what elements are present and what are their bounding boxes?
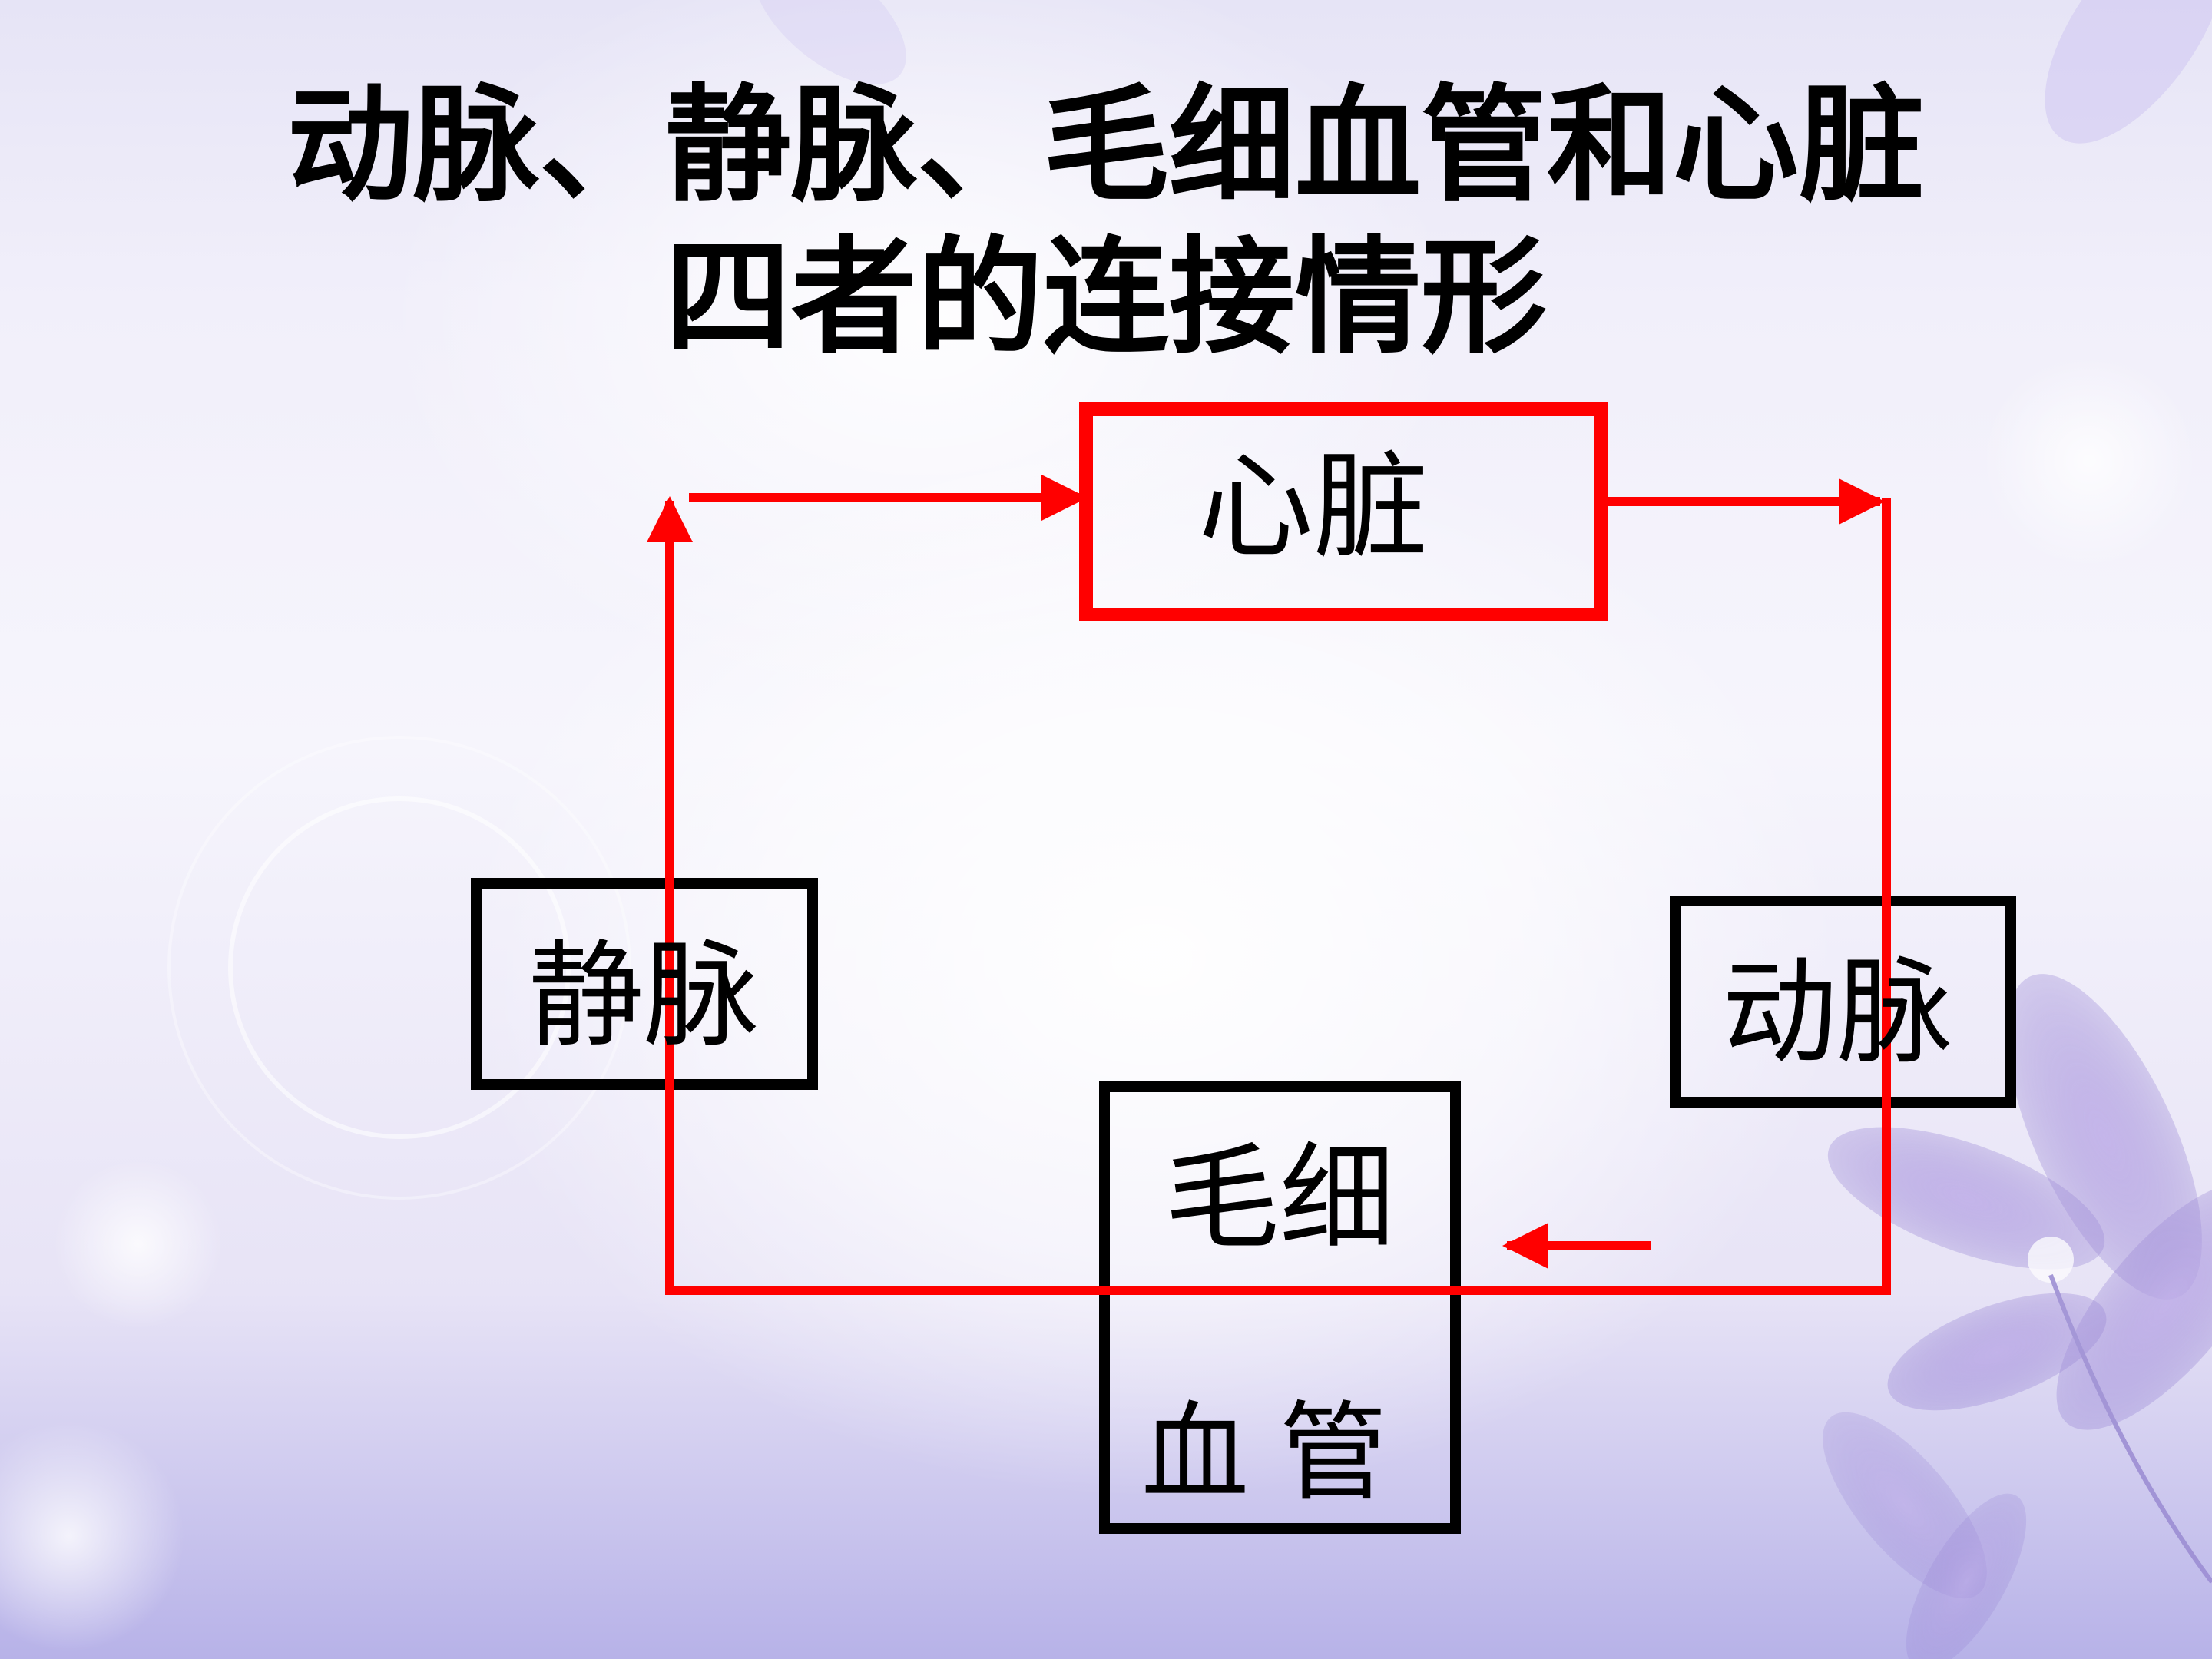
capillary-label-bottom: 血管: [1141, 1391, 1418, 1516]
decor-ring: [228, 796, 571, 1139]
flower-decoration: [1823, 974, 2212, 1659]
decor-bokeh: [1982, 353, 2197, 568]
decor-bokeh: [54, 1160, 223, 1329]
artery-label: 动脉: [1722, 946, 1952, 1080]
vein-label: 静脉: [528, 929, 759, 1063]
heart-label: 心脏: [1198, 441, 1429, 575]
artery-box: [1670, 896, 2016, 1108]
page-title-line-2: 四者的连接情形: [664, 224, 1547, 371]
decor-ring: [167, 736, 631, 1200]
vein-box: [471, 878, 818, 1090]
page-title-line-1: 动脉、静脉、毛细血管和心脏: [286, 72, 1925, 219]
decor-bokeh: [0, 1421, 184, 1651]
capillary-box: [1099, 1081, 1461, 1534]
capillary-label-top: 毛细: [1164, 1132, 1395, 1266]
